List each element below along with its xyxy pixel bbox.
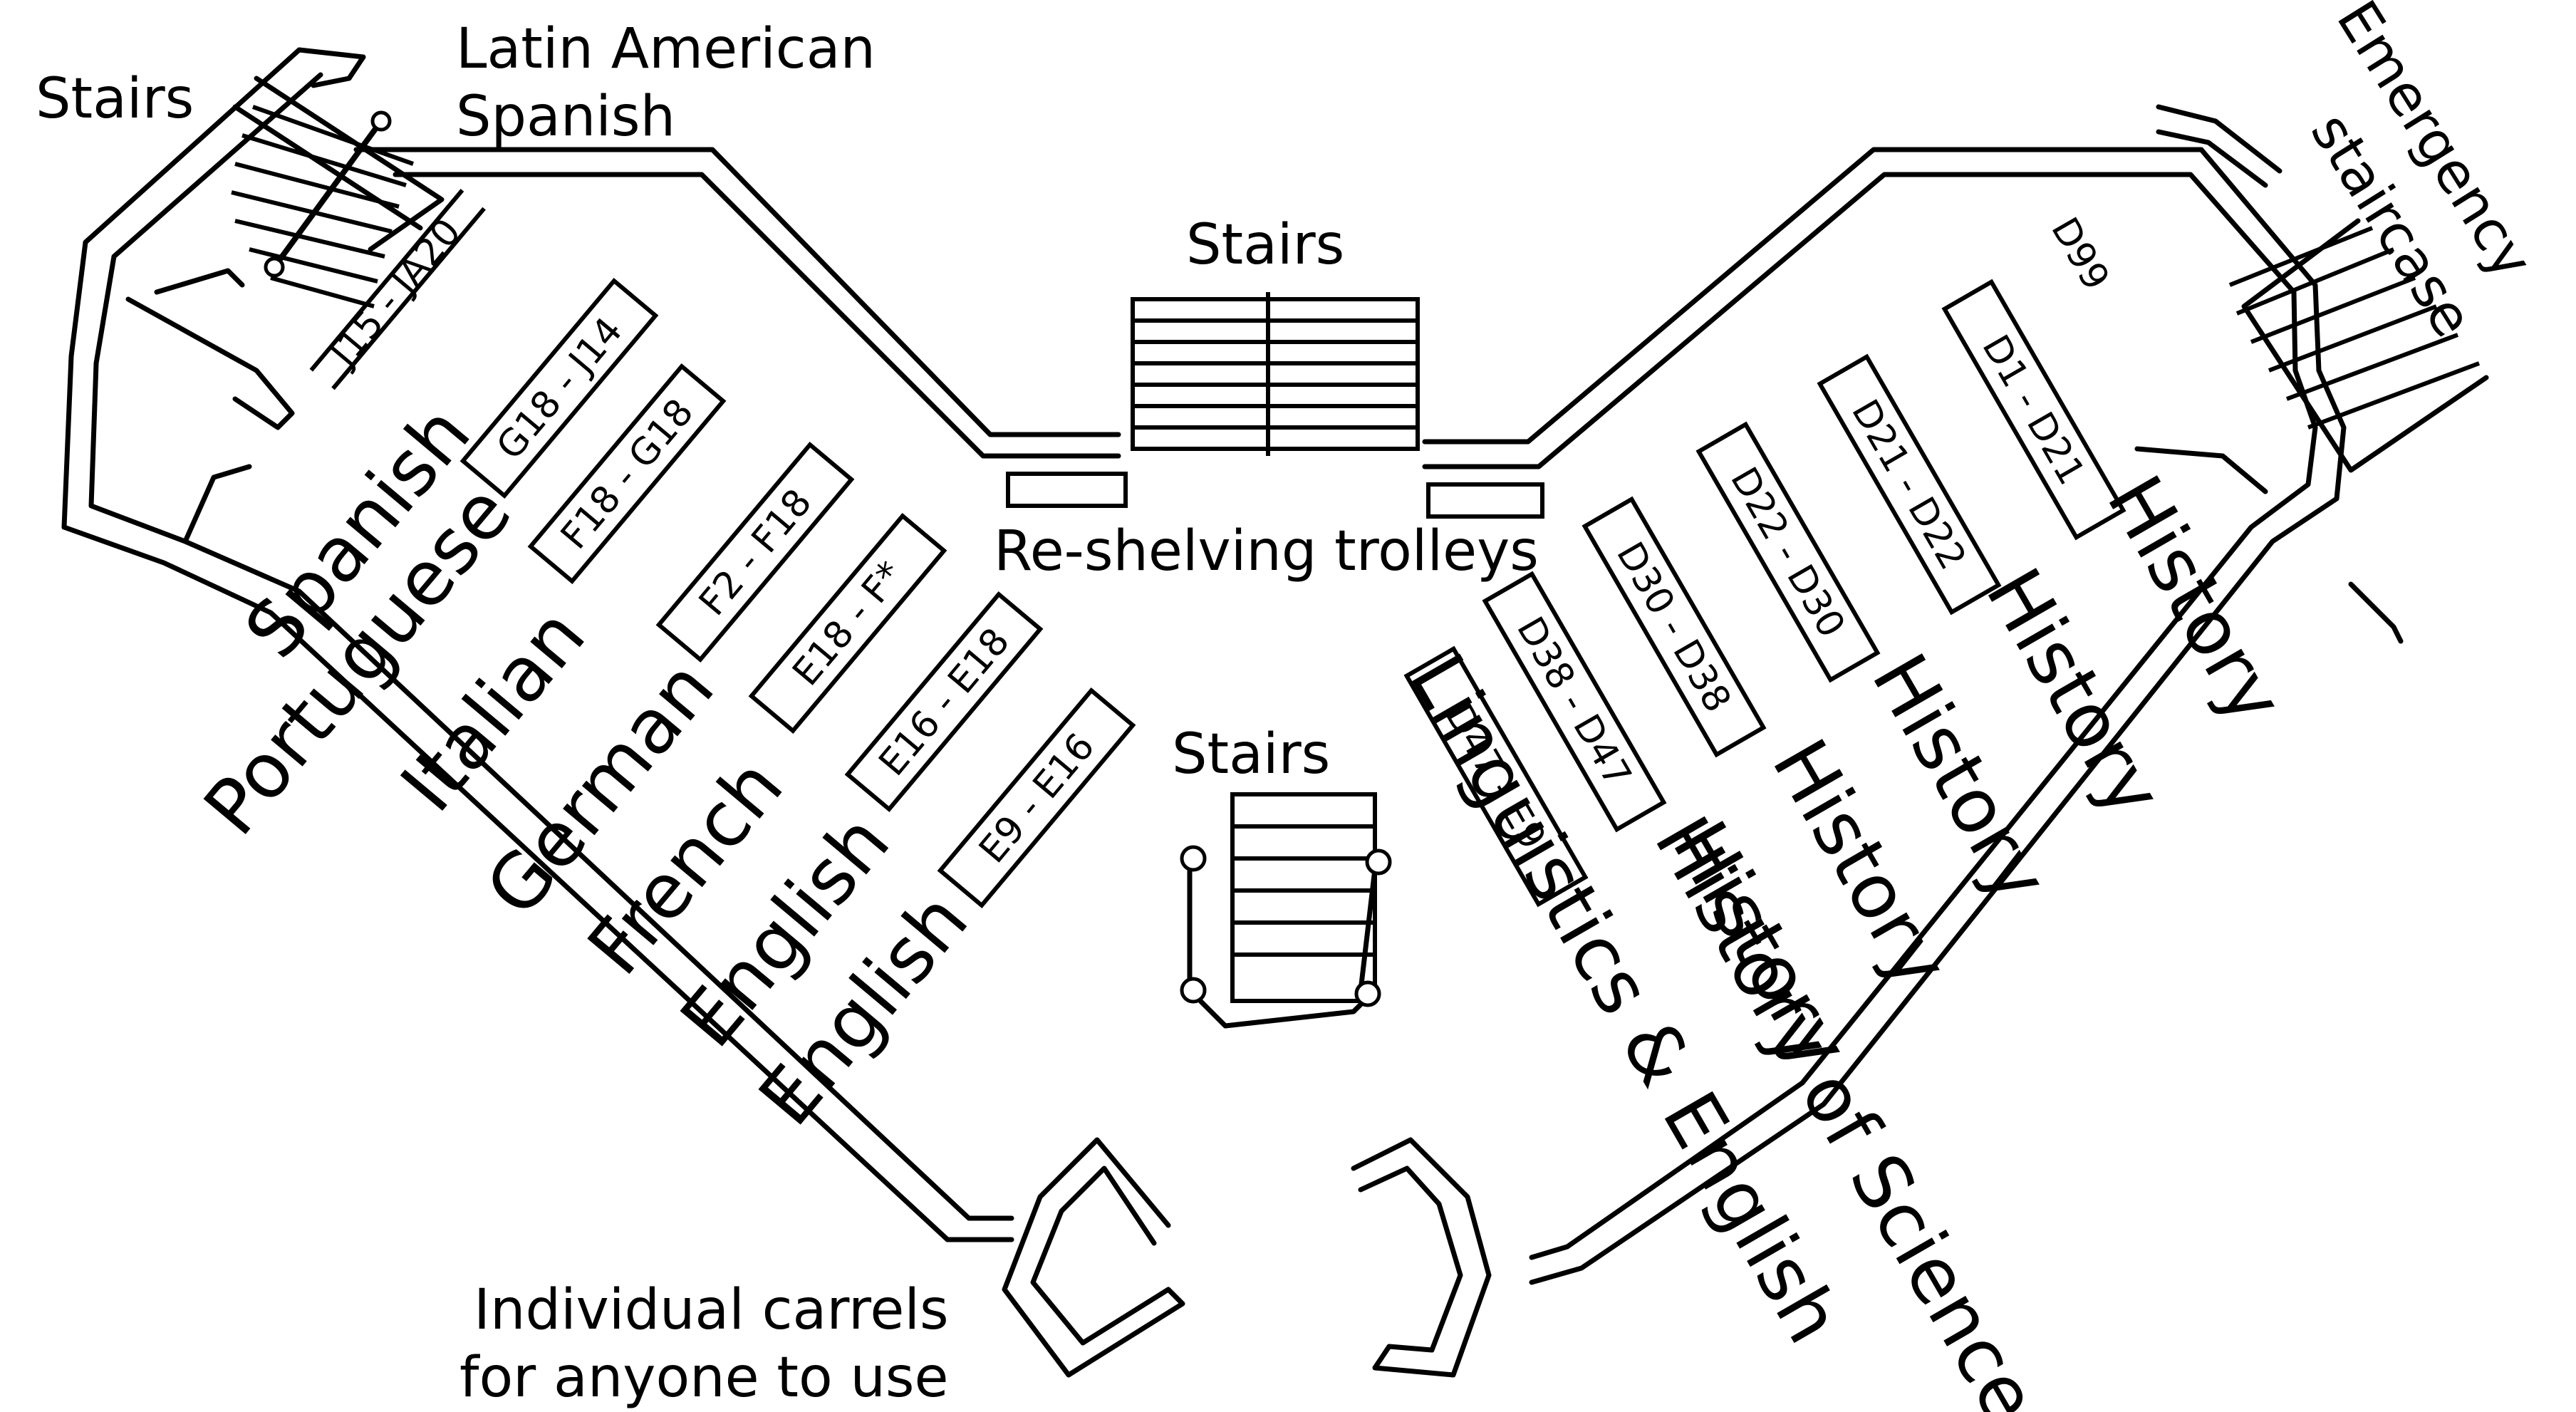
shelf-callnumber: D21 - D22 — [1843, 393, 1974, 577]
stairs-label: Stairs — [1172, 722, 1330, 787]
shelf-callnumber: D22 - D30 — [1722, 460, 1853, 645]
shelf-callnumber: D30 - D38 — [1608, 535, 1739, 720]
right-shelf-2: D21 - D22 — [1817, 353, 2002, 616]
stairs-center-top — [1131, 292, 1420, 456]
left-shelf-6: E9 - E16 — [937, 687, 1136, 909]
right-shelf-3: D22 - D30 — [1695, 421, 1881, 683]
building-walls — [61, 47, 2404, 1378]
shelf-callnumber: G18 - J14 — [489, 310, 631, 468]
shelf-callnumber: F18 - G18 — [553, 391, 702, 557]
reshelving-trolley-left — [1006, 472, 1128, 508]
carrels-label: Individual carrels — [474, 1278, 949, 1342]
stairs-emergency — [2228, 218, 2489, 473]
latin-american-label: Spanish — [456, 85, 675, 149]
shelf-callnumber: D99 — [2042, 211, 2117, 298]
shelf-callnumber: F2 - F18 — [691, 482, 821, 624]
latin-american-label: Latin American — [456, 17, 876, 81]
carrels-label: for anyone to use — [459, 1346, 949, 1410]
right-shelf-1: D1 - D21 — [1941, 279, 2126, 541]
shelf-callnumber: J15 - JA20 — [321, 211, 469, 376]
reshelving-label: Re-shelving trolleys — [994, 519, 1539, 583]
stairs-label: Stairs — [36, 67, 194, 131]
stairs-label: Stairs — [1186, 213, 1344, 277]
reshelving-trolley-right — [1426, 482, 1544, 519]
stairs-top-left — [231, 76, 445, 308]
shelf-callnumber: E16 - E18 — [871, 621, 1018, 784]
stairs-center — [1180, 792, 1392, 1029]
shelf-callnumber: E18 - F* — [784, 554, 912, 694]
shelf-callnumber: E9 - E16 — [971, 725, 1103, 871]
